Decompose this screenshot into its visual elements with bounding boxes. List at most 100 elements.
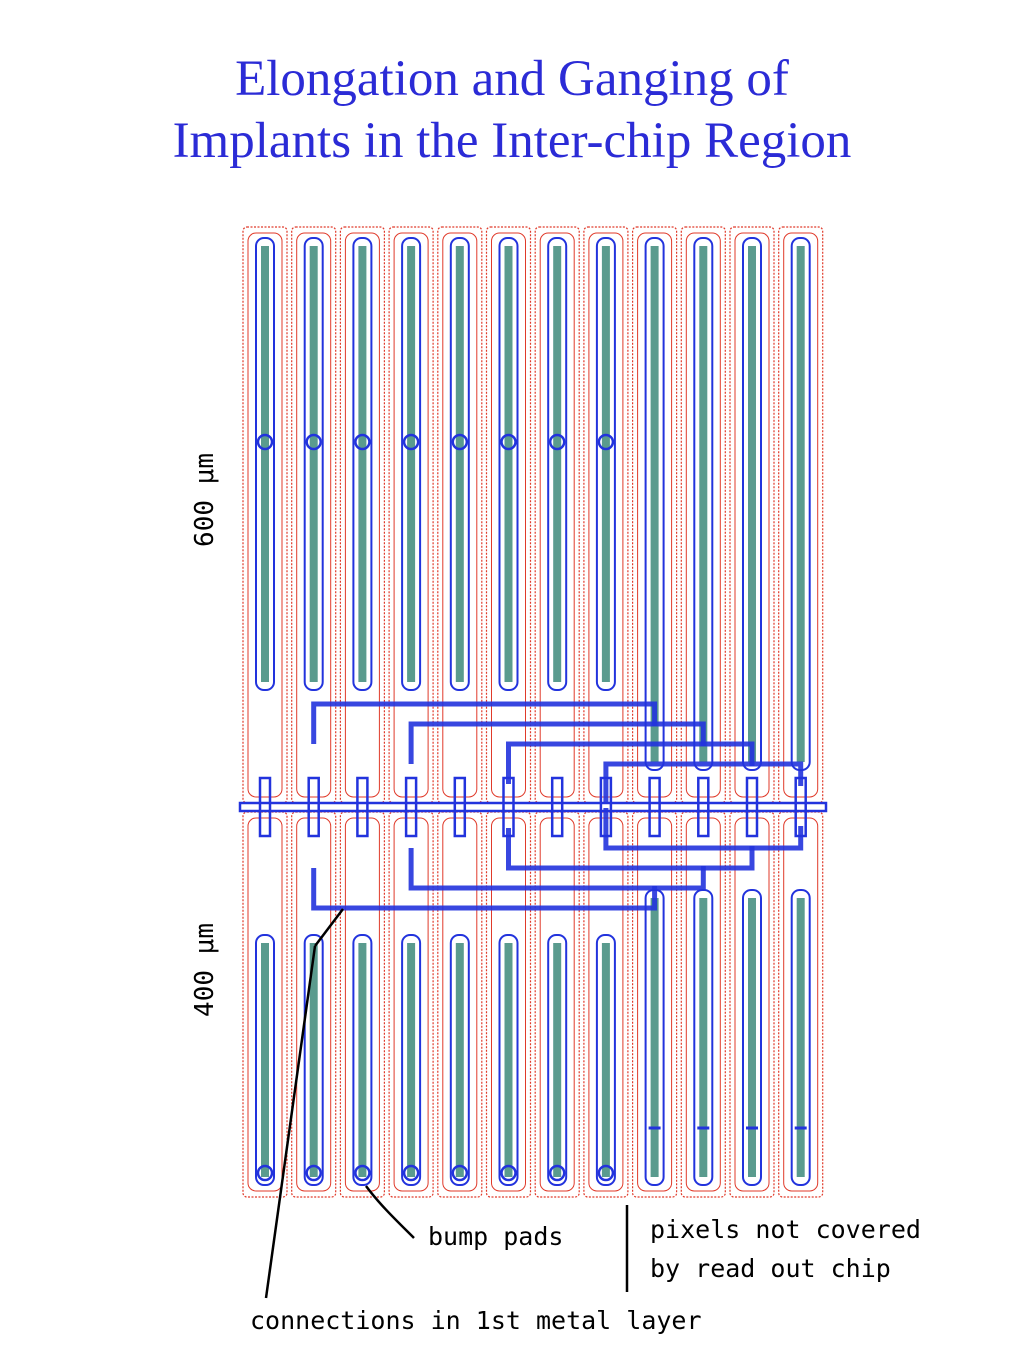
bump-pad xyxy=(500,1164,517,1182)
pixel-column xyxy=(291,226,337,1198)
interchip-contact xyxy=(258,776,272,838)
lower-implant xyxy=(796,898,805,1177)
upper-implant xyxy=(748,246,756,762)
lower-implant xyxy=(309,943,318,1177)
bump-pad xyxy=(500,433,517,451)
upper-implant xyxy=(358,246,367,682)
ganging-line-upper xyxy=(408,721,706,764)
interchip-contact xyxy=(745,776,759,838)
bump-pad xyxy=(597,1164,615,1182)
ganging-line-upper xyxy=(506,741,755,784)
upper-implant xyxy=(407,246,416,682)
uncovered-pixels-label-line-2: by read out chip xyxy=(650,1254,891,1283)
lower-implant xyxy=(601,943,610,1177)
interchip-contact xyxy=(648,776,661,838)
upper-implant-outline xyxy=(449,237,470,691)
dimension-label-lower: 400 μm xyxy=(190,923,220,1017)
bump-pad xyxy=(548,1164,566,1182)
upper-implant xyxy=(796,246,805,762)
uncovered-pixels-label-line-1: pixels not covered xyxy=(650,1215,921,1244)
upper-implant-outline xyxy=(693,237,714,771)
bump-pad xyxy=(451,1164,469,1182)
interchip-contact xyxy=(697,776,710,838)
bump-pad xyxy=(354,1164,371,1182)
bump-pad xyxy=(354,433,371,451)
lower-implant-outline xyxy=(498,934,519,1186)
lower-implant-outline xyxy=(595,934,616,1186)
bump-pad xyxy=(402,433,420,451)
bump-pad xyxy=(402,1164,420,1182)
guard-ring xyxy=(344,232,380,798)
guard-ring xyxy=(247,232,283,798)
lower-implant-outline xyxy=(742,889,762,1186)
lower-implant-outline xyxy=(303,934,324,1186)
metal-connections-label: connections in 1st metal layer xyxy=(250,1306,702,1335)
pixel-column xyxy=(437,226,483,1198)
title-line-2: Implants in the Inter-chip Region xyxy=(172,113,852,169)
interchip-bus xyxy=(238,801,828,813)
pixel-column xyxy=(778,226,824,1198)
ganging-line-upper xyxy=(311,701,658,744)
interchip-contact xyxy=(404,776,418,838)
upper-implant xyxy=(699,246,708,762)
lower-implant-outline xyxy=(449,934,470,1186)
pixel-column xyxy=(388,226,434,1198)
upper-implant-outline xyxy=(595,237,616,691)
upper-implant xyxy=(650,246,659,762)
metal-connections-leader-1 xyxy=(264,945,317,1299)
upper-implant-outline xyxy=(498,237,519,691)
upper-implant-outline xyxy=(742,237,762,771)
guard-ring xyxy=(783,232,819,798)
lower-implant-outline xyxy=(352,934,373,1186)
guard-ring xyxy=(393,232,429,798)
pixel-column xyxy=(339,226,385,1198)
upper-implant-outline xyxy=(644,237,665,771)
pixel-column xyxy=(485,226,532,1198)
lower-implant-outline xyxy=(547,934,568,1186)
guard-ring xyxy=(442,232,478,798)
upper-implant-outline xyxy=(255,237,275,691)
guard-ring xyxy=(296,817,332,1192)
interchip-contact xyxy=(550,776,564,838)
bump-pad xyxy=(548,433,566,451)
upper-implant-outline xyxy=(401,237,422,691)
guard-ring xyxy=(685,817,721,1192)
bump-pad xyxy=(256,1164,274,1182)
guard-ring xyxy=(442,817,478,1192)
interchip-contact xyxy=(307,776,320,838)
guard-ring xyxy=(783,817,819,1192)
guard-ring xyxy=(247,817,283,1192)
interchip-contact xyxy=(502,776,515,838)
guard-ring xyxy=(393,817,429,1192)
ganging-line-lower xyxy=(603,808,804,851)
lower-implant-outline xyxy=(790,889,811,1186)
guard-ring xyxy=(344,817,380,1192)
guard-ring xyxy=(685,232,721,798)
lower-implant xyxy=(455,943,464,1177)
guard-ring xyxy=(734,232,770,798)
pixel-column xyxy=(242,226,288,1198)
ganging-line-lower xyxy=(506,828,755,871)
ganging-line-lower xyxy=(311,868,658,911)
bump-pads-leader xyxy=(364,1185,415,1239)
dimension-label-upper: 600 μm xyxy=(190,453,220,547)
pixel-column xyxy=(583,226,629,1198)
guard-ring xyxy=(539,232,575,798)
lower-implant xyxy=(553,943,562,1177)
lower-implant xyxy=(650,898,659,1177)
ganging-line-upper xyxy=(603,761,804,804)
upper-implant xyxy=(601,246,610,682)
guard-ring xyxy=(637,232,673,798)
bump-pad xyxy=(597,433,615,451)
metal-connections-leader-2 xyxy=(314,908,344,947)
upper-implant-outline xyxy=(547,237,568,691)
interchip-contact xyxy=(453,776,467,838)
upper-implant xyxy=(455,246,464,682)
bump-pad xyxy=(305,433,322,451)
title-line-1: Elongation and Ganging of xyxy=(235,51,789,107)
bump-pad xyxy=(305,1164,322,1182)
lower-implant xyxy=(407,943,416,1177)
guard-ring xyxy=(491,817,526,1192)
upper-implant xyxy=(261,246,269,682)
